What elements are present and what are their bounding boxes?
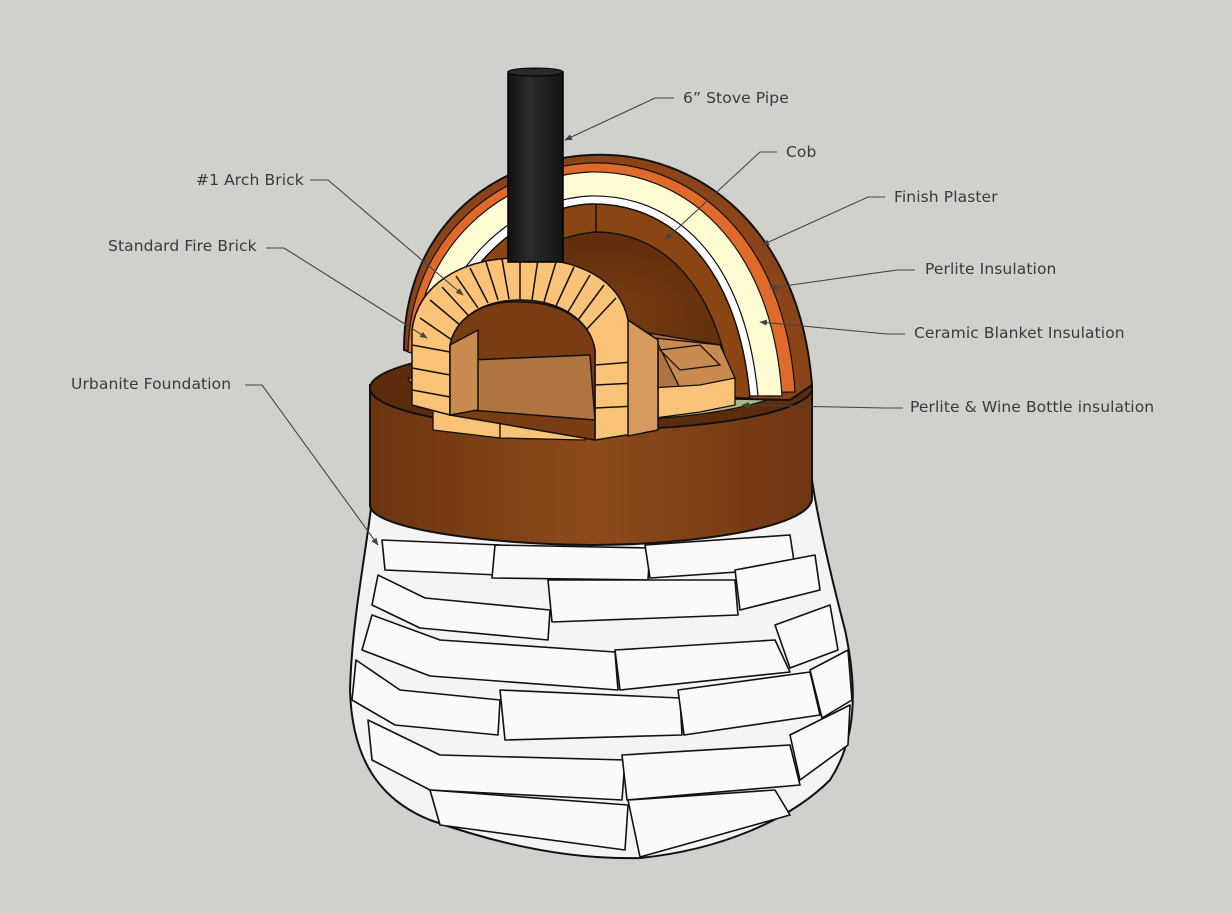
label-ceramic-blanket: Ceramic Blanket Insulation [914, 324, 1125, 342]
urbanite-foundation [348, 478, 854, 860]
leader-cob [664, 151, 777, 241]
leader-lines [245, 97, 915, 546]
label-wine-bottle-insulation: Perlite & Wine Bottle insulation [910, 398, 1155, 416]
label-fire-brick: Standard Fire Brick [108, 237, 257, 255]
leader-perlite [769, 269, 915, 291]
leader-stove-pipe [564, 97, 674, 141]
leader-fire-brick [266, 247, 428, 339]
leader-finish-plaster [761, 196, 885, 246]
label-urbanite-foundation: Urbanite Foundation [71, 375, 232, 393]
label-stove-pipe: 6” Stove Pipe [683, 89, 789, 107]
leader-arch-brick [310, 179, 464, 296]
label-perlite-insulation: Perlite Insulation [925, 260, 1057, 278]
label-arch-brick: #1 Arch Brick [196, 171, 304, 189]
stove-pipe [507, 67, 564, 263]
leader-ceramic [759, 319, 905, 335]
brick-arch [411, 257, 659, 441]
leader-wine-bottle [741, 402, 903, 409]
label-finish-plaster: Finish Plaster [894, 188, 998, 206]
leader-urbanite [245, 384, 379, 546]
label-cob: Cob [786, 143, 817, 161]
